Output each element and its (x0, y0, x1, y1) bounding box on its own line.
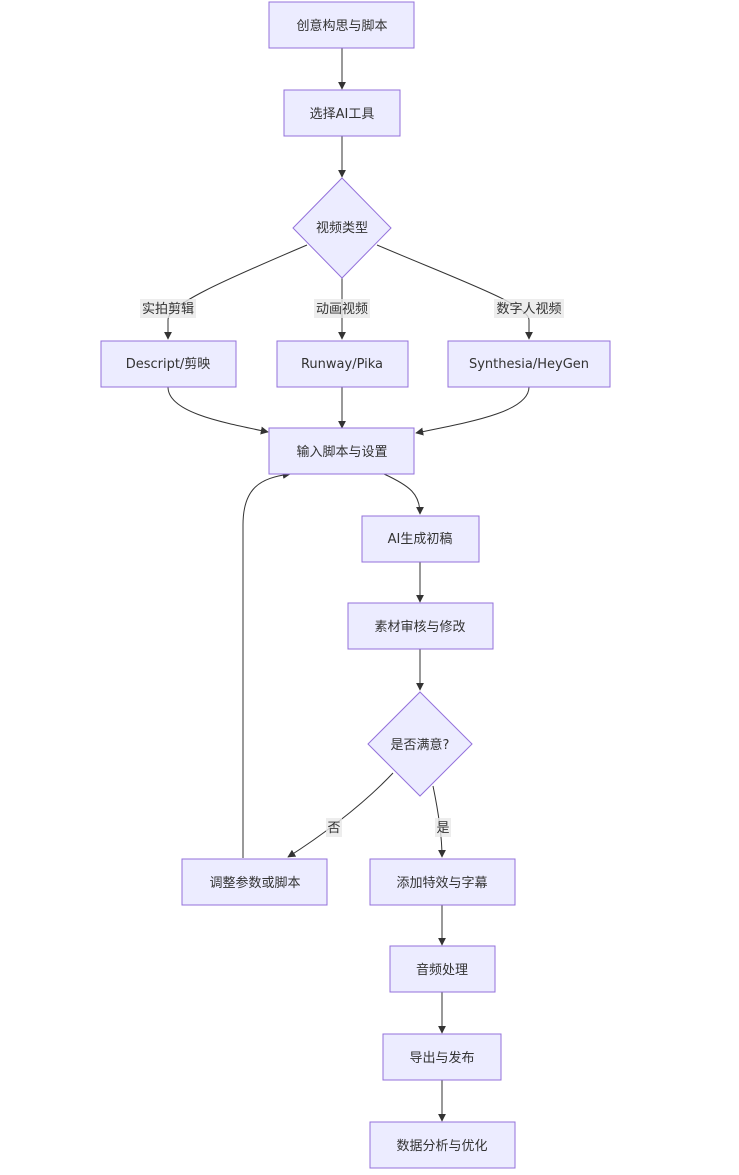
node-input-script-label: 输入脚本与设置 (296, 444, 387, 460)
node-select-tool: 选择AI工具 (283, 89, 401, 137)
node-synthesia-label: Synthesia/HeyGen (469, 357, 589, 372)
node-effects-label: 添加特效与字幕 (396, 876, 487, 891)
node-satisfied-label: 是否满意? (391, 737, 450, 753)
node-satisfied: 是否满意? (367, 691, 473, 797)
edge-adjust-to-input (242, 470, 291, 858)
node-analytics-label: 数据分析与优化 (396, 1139, 487, 1154)
node-descript-label: Descript/剪映 (126, 356, 211, 372)
node-runway: Runway/Pika (276, 340, 409, 388)
node-idea-script: 创意构思与脚本 (268, 1, 415, 49)
node-effects: 添加特效与字幕 (369, 858, 516, 906)
edge-label-real-shoot-text: 实拍剪辑 (142, 301, 194, 317)
node-audio-label: 音频处理 (416, 962, 468, 978)
node-analytics: 数据分析与优化 (369, 1121, 516, 1169)
node-adjust: 调整参数或脚本 (181, 858, 328, 906)
node-adjust-label: 调整参数或脚本 (209, 875, 300, 891)
edge-label-animation: 动画视频 (314, 299, 370, 318)
node-video-type: 视频类型 (292, 177, 392, 279)
node-ai-draft: AI生成初稿 (361, 515, 480, 563)
node-export-label: 导出与发布 (409, 1050, 474, 1066)
edge-label-digital-human: 数字人视频 (494, 299, 564, 318)
node-video-type-label: 视频类型 (316, 221, 368, 236)
edge-label-no-text: 否 (327, 821, 340, 836)
node-audio: 音频处理 (389, 945, 496, 993)
node-idea-script-label: 创意构思与脚本 (296, 18, 387, 34)
node-review-label: 素材审核与修改 (374, 620, 465, 635)
nodes: 创意构思与脚本 选择AI工具 视频类型 Descript/剪映 Runway/P… (100, 1, 611, 1169)
edge-label-yes: 是 (435, 818, 451, 837)
node-descript: Descript/剪映 (100, 340, 237, 388)
node-select-tool-label: 选择AI工具 (310, 107, 375, 122)
node-export: 导出与发布 (382, 1033, 502, 1081)
node-runway-label: Runway/Pika (301, 357, 383, 372)
edge-satisfied-to-adjust (287, 772, 394, 858)
node-input-script: 输入脚本与设置 (268, 427, 415, 475)
edge-label-real-shoot: 实拍剪辑 (140, 299, 196, 318)
edge-video-type-to-synthesia (376, 244, 533, 340)
edge-label-yes-text: 是 (436, 821, 449, 836)
edge-label-digital-human-text: 数字人视频 (496, 302, 561, 317)
edge-descript-to-input (167, 386, 269, 435)
edge-video-type-to-descript (164, 244, 308, 340)
node-synthesia: Synthesia/HeyGen (447, 340, 611, 388)
node-ai-draft-label: AI生成初稿 (388, 531, 453, 547)
edge-label-animation-text: 动画视频 (316, 302, 368, 317)
edge-input-to-ai-draft (383, 473, 424, 515)
node-review: 素材审核与修改 (347, 602, 494, 650)
edge-label-no: 否 (326, 818, 342, 837)
edge-synthesia-to-input (415, 386, 530, 436)
edge-labels: 实拍剪辑 动画视频 数字人视频 否 是 (140, 299, 564, 837)
